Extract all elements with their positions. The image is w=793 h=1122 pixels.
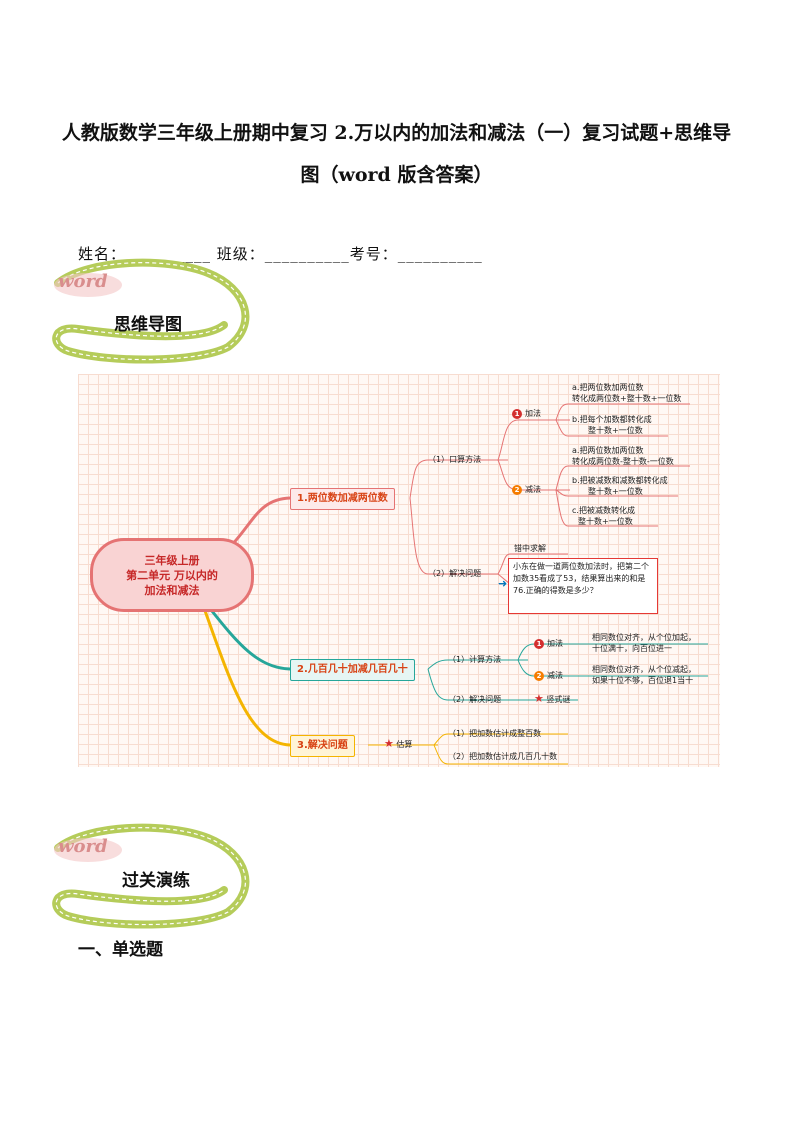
mindmap-badge-label: 思维导图	[114, 315, 182, 335]
practice-badge-label: 过关演练	[122, 871, 190, 891]
branch1-oral-method: （1）口算方法	[428, 455, 482, 464]
branch2-sub-text-1: 相同数位对齐，从个位减起，	[592, 665, 696, 674]
star-icon: ★	[384, 737, 394, 750]
word-logo-text: word	[58, 836, 108, 857]
star-icon: ★	[534, 692, 544, 705]
branch2-vertical-label: 竖式谜	[546, 695, 571, 704]
branch2-add-text-2: 十位满十，向百位进一	[592, 644, 672, 653]
branch1-wrong-solve: 错中求解	[514, 544, 546, 553]
branch1-add-a-line1: a.把两位数加两位数	[572, 383, 644, 392]
branch3-node: 3.解决问题	[290, 735, 355, 757]
branch2-calc-method: （1）计算方法	[448, 655, 502, 664]
branch1-sub-b-line1: b.把被减数和减数都转化成	[572, 476, 668, 485]
number-1-icon: 1	[512, 408, 522, 419]
branch3-estimate-node: ★ 估算	[384, 738, 412, 750]
branch1-add-a-line2: 转化成两位数+整十数+一位数	[572, 394, 682, 403]
branch2-add-label: 加法	[547, 639, 563, 648]
title-line-1: 人教版数学三年级上册期中复习 2.万以内的加法和减法（一）复习试题+思维导	[61, 122, 732, 144]
branch1-question-box: 小东在做一道两位数加法时，把第二个加数35看成了53，结果算出来的和是76.正确…	[508, 558, 658, 614]
branch2-add-text-1: 相同数位对齐，从个位加起，	[592, 633, 696, 642]
section-heading-single-choice: 一、单选题	[78, 940, 163, 960]
root-line-2: 第二单元 万以内的	[126, 568, 218, 582]
branch2-sub-label: 减法	[547, 671, 563, 680]
branch2-vertical-node: ★ 竖式谜	[534, 693, 570, 705]
branch1-add-b-line1: b.把每个加数都转化成	[572, 415, 652, 424]
branch3-estimate-2: （2）把加数估计成几百几十数	[448, 752, 558, 761]
branch1-add-label: 加法	[525, 409, 541, 418]
number-2-icon: 2	[534, 670, 544, 681]
root-line-1: 三年级上册	[144, 553, 200, 567]
word-ribbon-graphic	[52, 823, 250, 929]
number-2-icon: 2	[512, 484, 522, 495]
document-title: 人教版数学三年级上册期中复习 2.万以内的加法和减法（一）复习试题+思维导 图（…	[60, 112, 733, 196]
mindmap-root-node: 三年级上册 第二单元 万以内的 加法和减法	[90, 538, 254, 612]
word-ribbon-graphic	[52, 258, 250, 364]
branch2-node: 2.几百几十加减几百几十	[290, 659, 415, 681]
branch1-node: 1.两位数加减两位数	[290, 488, 395, 510]
word-badge-practice: word 过关演练	[48, 820, 263, 932]
word-logo-text: word	[58, 271, 108, 292]
word-badge-mindmap: word 思维导图	[48, 255, 263, 367]
branch1-sub-a-line2: 转化成两位数-整十数-一位数	[572, 457, 674, 466]
number-1-icon: 1	[534, 638, 544, 649]
root-line-3: 加法和减法	[144, 583, 200, 597]
branch1-sub-c-line1: c.把被减数转化成	[572, 506, 635, 515]
title-line-2: 图（word 版含答案）	[300, 164, 493, 186]
mind-map: 三年级上册 第二单元 万以内的 加法和减法 1.两位数加减两位数 （1）口算方法…	[78, 374, 720, 767]
branch1-sub-b-line2: 整十数+一位数	[588, 487, 643, 496]
branch1-add-b-line2: 整十数+一位数	[588, 426, 643, 435]
branch1-sub-label: 减法	[525, 485, 541, 494]
branch2-solve-node: （2）解决问题	[448, 695, 502, 704]
student-info-line: 姓名：__________ 班级：__________考号：__________	[78, 245, 483, 263]
branch1-solve-node: （2）解决问题	[428, 569, 482, 578]
branch2-sub-text-2: 如果十位不够，百位退1当十	[592, 676, 694, 685]
branch3-estimate-label: 估算	[396, 740, 413, 749]
branch3-estimate-1: （1）把加数估计成整百数	[448, 729, 542, 738]
arrow-right-icon: ➜	[498, 577, 508, 590]
branch1-sub-a-line1: a.把两位数加两位数	[572, 446, 644, 455]
branch1-sub-c-line2: 整十数+一位数	[578, 517, 633, 526]
